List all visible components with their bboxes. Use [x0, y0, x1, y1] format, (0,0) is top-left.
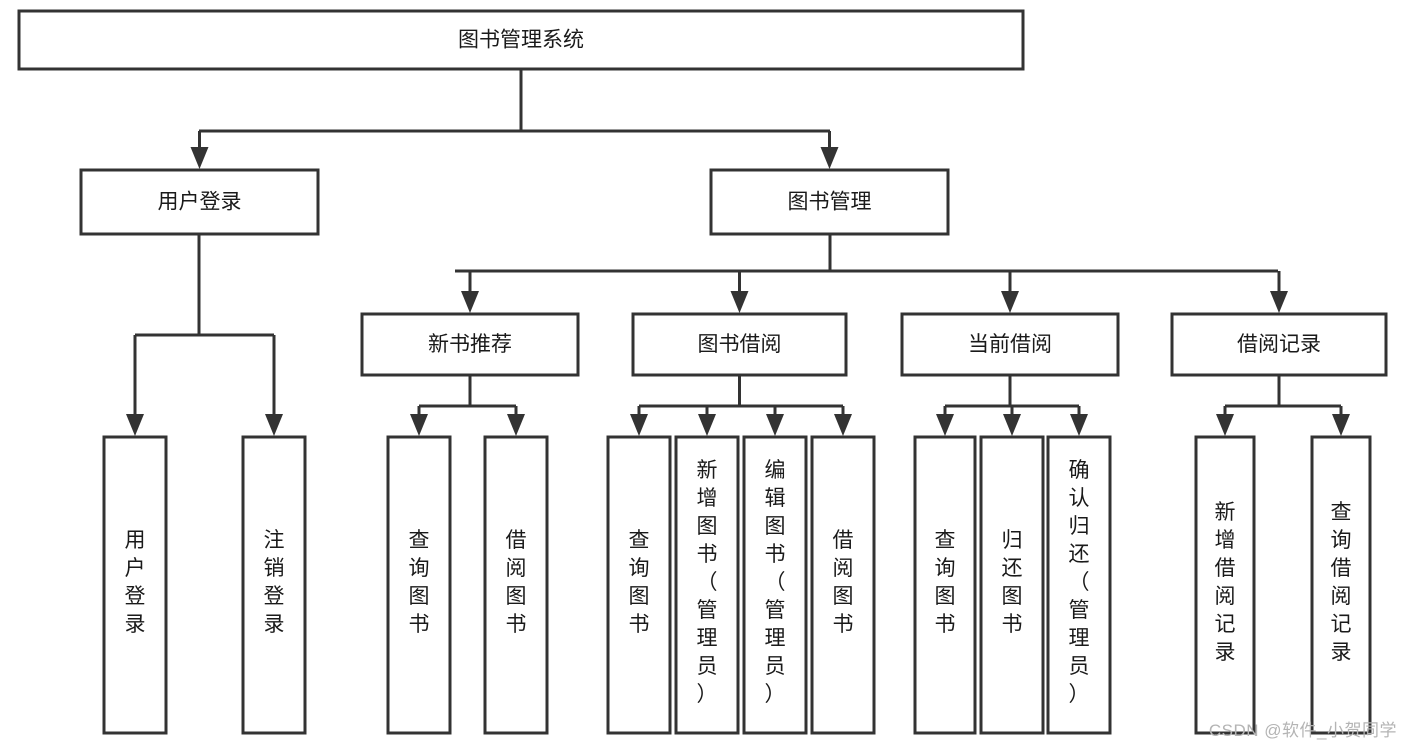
node-box[interactable]: [79, 168, 320, 236]
arrow-head-icon: [1270, 291, 1288, 313]
node-label: 编辑图书（管理员）: [765, 459, 786, 706]
node-box[interactable]: [1310, 435, 1372, 735]
node-box[interactable]: [810, 435, 876, 735]
node-leaf-query-record[interactable]: 查询借阅记录: [1310, 435, 1372, 735]
node-root-图书管理系统[interactable]: 图书管理系统: [17, 9, 1025, 71]
arrow-head-icon: [820, 147, 839, 169]
node-box[interactable]: [102, 435, 168, 735]
node-leaf-logout[interactable]: 注销登录: [241, 435, 307, 735]
arrow-head-icon: [461, 291, 479, 313]
node-label: 用户登录: [125, 529, 146, 636]
node-leaf-user-login[interactable]: 用户登录: [102, 435, 168, 735]
node-leaf-return-book[interactable]: 归还图书: [979, 435, 1045, 735]
node-box[interactable]: [900, 312, 1120, 377]
node-box[interactable]: [742, 435, 808, 735]
arrow-head-icon: [1003, 414, 1021, 436]
arrow-head-icon: [936, 414, 954, 436]
arrow-head-icon: [1332, 414, 1350, 436]
node-box[interactable]: [1046, 435, 1112, 735]
node-label: 图书借阅: [698, 333, 782, 356]
node-current-borrow[interactable]: 当前借阅: [900, 312, 1120, 377]
node-new-book-recommend[interactable]: 新书推荐: [360, 312, 580, 377]
watermark-text: CSDN @软件_小贺同学: [1208, 721, 1397, 740]
node-leaf-borrow-book-1[interactable]: 借阅图书: [483, 435, 549, 735]
node-borrow-record[interactable]: 借阅记录: [1170, 312, 1388, 377]
node-label: 借阅记录: [1237, 333, 1321, 356]
node-book-borrow[interactable]: 图书借阅: [631, 312, 848, 377]
node-box[interactable]: [17, 9, 1025, 71]
node-label: 当前借阅: [968, 333, 1052, 356]
node-box[interactable]: [386, 435, 452, 735]
node-leaf-query-book-1[interactable]: 查询图书: [386, 435, 452, 735]
arrow-head-icon: [630, 414, 648, 436]
node-label: 借阅图书: [833, 529, 854, 636]
arrow-head-icon: [126, 414, 144, 436]
node-box[interactable]: [241, 435, 307, 735]
arrow-head-icon: [730, 291, 749, 313]
node-box[interactable]: [1170, 312, 1388, 377]
node-label: 新书推荐: [428, 333, 512, 356]
node-leaf-confirm-return[interactable]: 确认归还（管理员）: [1046, 435, 1112, 735]
node-label: 查询图书: [409, 529, 430, 636]
arrow-head-icon: [698, 414, 716, 436]
arrow-head-icon: [1216, 414, 1234, 436]
node-label: 用户登录: [158, 191, 242, 214]
node-leaf-add-record[interactable]: 新增借阅记录: [1194, 435, 1256, 735]
node-box[interactable]: [674, 435, 740, 735]
node-label: 借阅图书: [506, 529, 527, 636]
node-label: 查询借阅记录: [1331, 501, 1352, 664]
arrow-head-icon: [1070, 414, 1088, 436]
node-box[interactable]: [483, 435, 549, 735]
node-box[interactable]: [913, 435, 977, 735]
arrow-head-icon: [1001, 291, 1019, 313]
node-label: 图书管理系统: [458, 29, 584, 52]
node-user-login[interactable]: 用户登录: [79, 168, 320, 236]
arrow-head-icon: [410, 414, 428, 436]
node-leaf-add-book[interactable]: 新增图书（管理员）: [674, 435, 740, 735]
node-label: 归还图书: [1002, 529, 1023, 636]
arrow-head-icon: [507, 414, 525, 436]
node-label: 确认归还（管理员）: [1069, 459, 1090, 706]
arrow-head-icon: [834, 414, 852, 436]
node-box[interactable]: [606, 435, 672, 735]
node-label: 查询图书: [629, 529, 650, 636]
node-box[interactable]: [1194, 435, 1256, 735]
node-leaf-query-book-3[interactable]: 查询图书: [913, 435, 977, 735]
node-label: 新增借阅记录: [1215, 501, 1236, 664]
node-leaf-edit-book[interactable]: 编辑图书（管理员）: [742, 435, 808, 735]
connectors-layer: [126, 69, 1350, 436]
arrow-head-icon: [766, 414, 784, 436]
node-box[interactable]: [360, 312, 580, 377]
node-box[interactable]: [979, 435, 1045, 735]
arrow-head-icon: [265, 414, 283, 436]
node-leaf-borrow-book-2[interactable]: 借阅图书: [810, 435, 876, 735]
nodes-layer: 图书管理系统用户登录图书管理新书推荐图书借阅当前借阅借阅记录用户登录注销登录查询…: [17, 9, 1388, 735]
arrow-head-icon: [190, 147, 209, 169]
node-box[interactable]: [709, 168, 950, 236]
node-box[interactable]: [631, 312, 848, 377]
node-label: 注销登录: [264, 529, 285, 636]
node-label: 图书管理: [788, 191, 872, 214]
node-label: 查询图书: [935, 529, 956, 636]
node-label: 新增图书（管理员）: [697, 459, 718, 706]
node-book-manage[interactable]: 图书管理: [709, 168, 950, 236]
node-leaf-query-book-2[interactable]: 查询图书: [606, 435, 672, 735]
